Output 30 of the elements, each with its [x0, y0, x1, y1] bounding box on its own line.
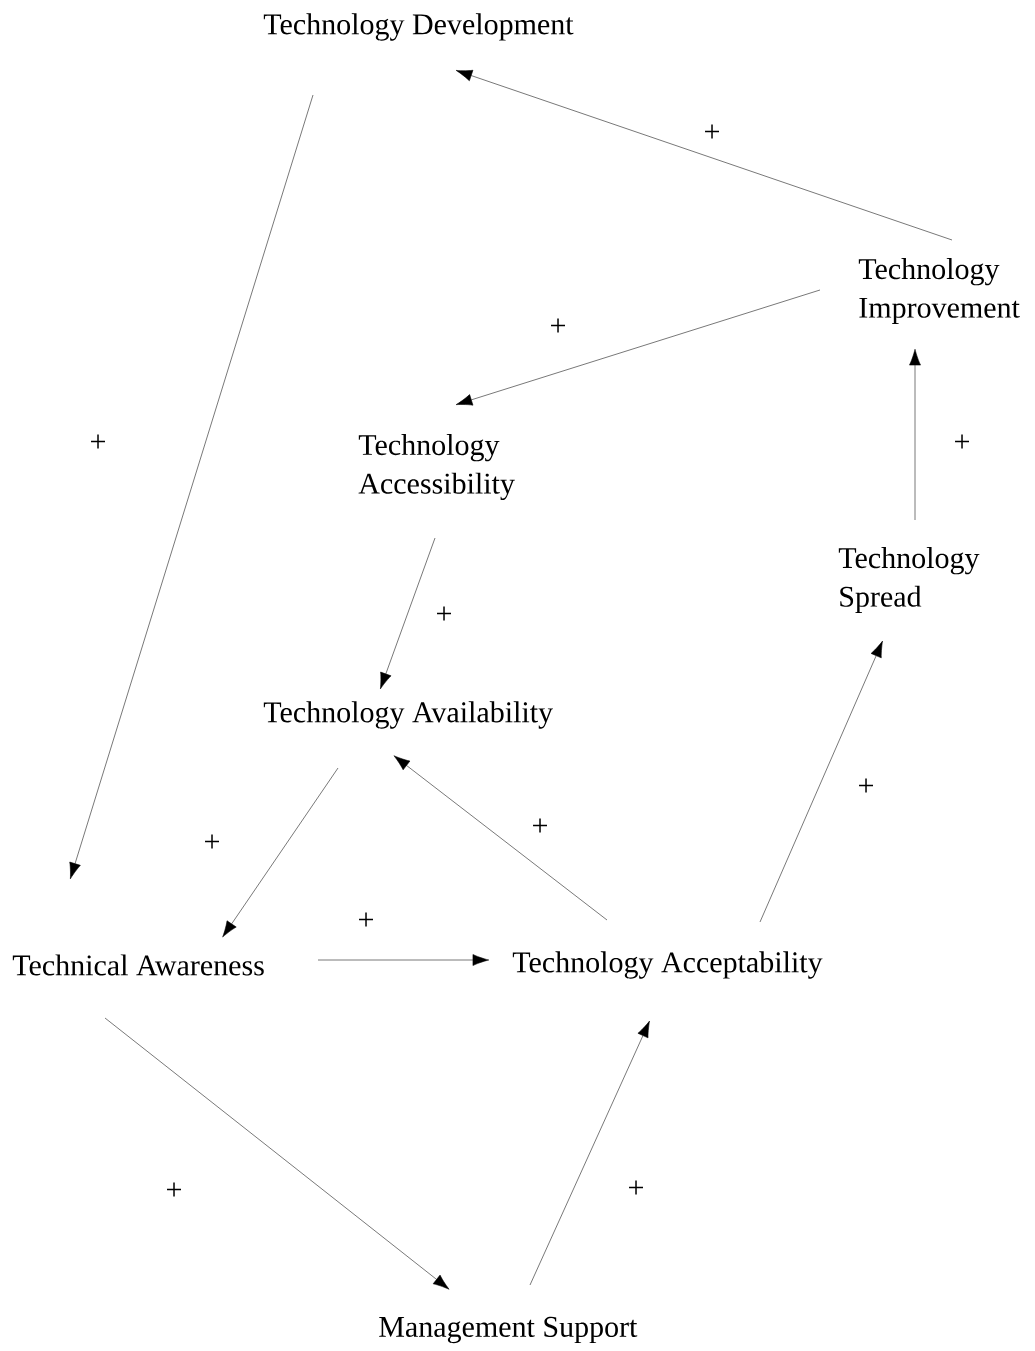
edge-label: + — [85, 430, 111, 456]
node-label: Technology Spread — [838, 547, 980, 613]
edge-label: + — [431, 602, 457, 628]
node-label: Technology Availability — [263, 701, 553, 729]
arrow — [222, 767, 339, 938]
edge-label: + — [545, 314, 571, 340]
edge-label: + — [949, 430, 975, 456]
node-label: Technology Development — [263, 13, 574, 41]
node-label: Technology Improvement — [858, 258, 1020, 324]
arrow — [69, 94, 314, 880]
node-label: Technology Acceptability — [512, 951, 823, 979]
edge-label: + — [199, 830, 225, 856]
arrow — [529, 1020, 650, 1286]
edge-label: + — [623, 1176, 649, 1202]
arrow — [455, 289, 821, 406]
arrow — [317, 954, 490, 966]
node-label: Management Support — [379, 1316, 638, 1344]
arrow — [909, 348, 921, 521]
node-label: Technology Accessibility — [358, 434, 515, 500]
edge-label: + — [527, 814, 553, 840]
edge-label: + — [353, 908, 379, 934]
edge-label: + — [161, 1178, 187, 1204]
node-label: Technical Awareness — [12, 954, 264, 976]
arrow — [455, 70, 953, 241]
edge-label: + — [853, 774, 879, 800]
arrow — [759, 640, 883, 923]
edge-label: + — [699, 120, 725, 146]
arrow — [380, 537, 436, 690]
arrow — [393, 755, 608, 921]
arrow — [104, 1017, 450, 1290]
